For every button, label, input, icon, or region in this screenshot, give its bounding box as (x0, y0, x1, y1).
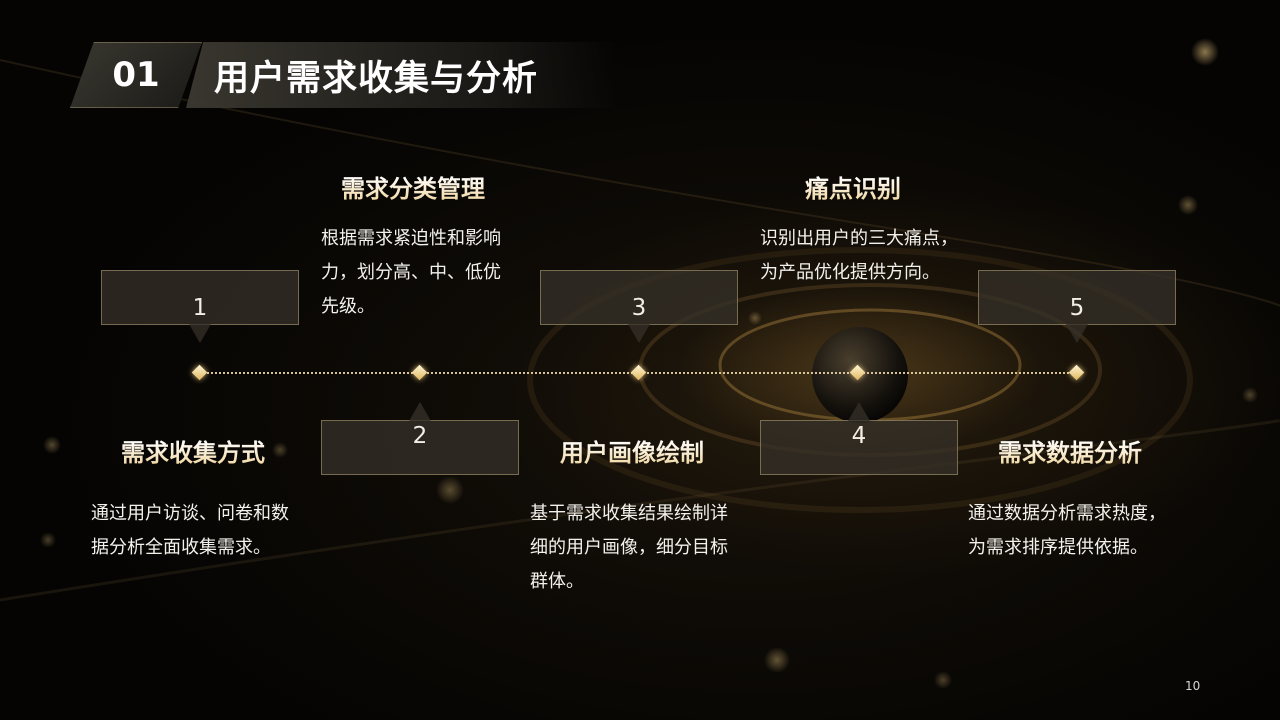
timeline-node-4 (849, 364, 866, 381)
timeline-node-3 (630, 364, 647, 381)
section-number-box (70, 42, 202, 108)
step-callout-3: 3 (540, 270, 738, 343)
step-callout-5: 5 (978, 270, 1176, 343)
step-number-1: 1 (192, 295, 208, 321)
step-callout-2: 2 (321, 402, 519, 475)
timeline-node-1 (191, 364, 208, 381)
step-desc-2: 根据需求紧迫性和影响 力，划分高、中、低优 先级。 (321, 228, 501, 317)
step-heading-2: 需求分类管理 (341, 169, 485, 204)
step-desc-5: 通过数据分析需求热度， 为需求排序提供依据。 (968, 503, 1166, 558)
step-desc-1: 通过用户访谈、问卷和数 据分析全面收集需求。 (91, 503, 289, 558)
step-number-2: 2 (412, 423, 428, 449)
step-heading-4: 痛点识别 (805, 169, 901, 204)
step-desc-4: 识别出用户的三大痛点， 为产品优化提供方向。 (760, 228, 958, 283)
step-desc-3: 基于需求收集结果绘制详 细的用户画像，细分目标 群体。 (530, 503, 728, 592)
step-number-5: 5 (1069, 295, 1085, 321)
timeline-node-5 (1068, 364, 1085, 381)
title-bar (186, 42, 616, 108)
step-number-3: 3 (631, 295, 647, 321)
timeline-node-2 (411, 364, 428, 381)
page-title: 用户需求收集与分析 (214, 58, 539, 99)
step-number-4: 4 (851, 423, 867, 449)
step-callout-1: 1 (101, 270, 299, 343)
section-number: 01 (112, 55, 160, 95)
step-heading-1: 需求收集方式 (121, 433, 265, 468)
step-heading-5: 需求数据分析 (998, 433, 1142, 468)
step-callout-4: 4 (760, 402, 958, 475)
step-heading-3: 用户画像绘制 (560, 433, 704, 468)
page-number: 10 (1185, 679, 1201, 693)
